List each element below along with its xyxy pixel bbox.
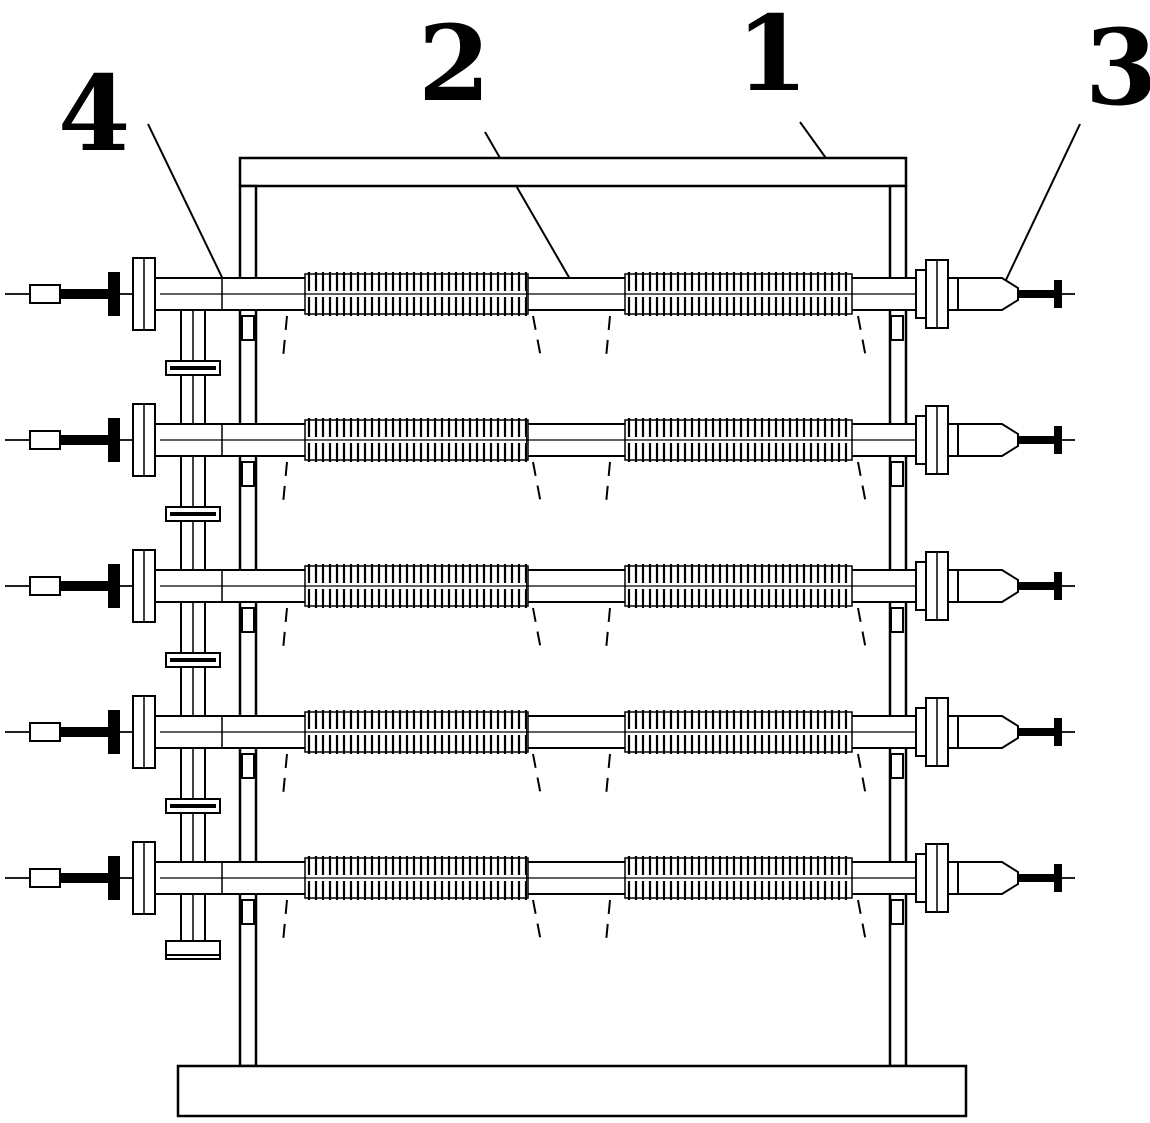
finned-section <box>624 564 853 608</box>
finned-section <box>304 710 529 754</box>
manifold-bottom-flange <box>165 940 221 956</box>
outlet-valve-handle <box>1054 718 1062 746</box>
support-drop <box>857 315 867 359</box>
support-drop <box>282 899 288 943</box>
left-bracket <box>241 461 255 487</box>
inlet-nozzle <box>29 868 61 888</box>
support-drop <box>857 899 867 943</box>
support-drop <box>282 461 288 505</box>
inlet-nozzle <box>29 722 61 742</box>
support-drop <box>857 607 867 651</box>
outlet-stem <box>1018 728 1054 736</box>
support-drop <box>605 461 611 505</box>
outlet-flange-plate <box>915 561 927 611</box>
finned-section <box>624 710 853 754</box>
support-drop <box>605 315 611 359</box>
tube-row <box>5 695 1075 797</box>
inlet-flange-nut <box>108 564 120 608</box>
right-bracket <box>890 899 904 925</box>
outlet-reducer <box>957 715 1019 749</box>
outlet-reducer <box>957 569 1019 603</box>
support-drop <box>605 753 611 797</box>
right-bracket <box>890 461 904 487</box>
finned-section <box>624 856 853 900</box>
outlet-flange-neck <box>947 715 959 749</box>
support-drop <box>605 607 611 651</box>
outlet-reducer <box>957 277 1019 311</box>
inlet-stem <box>60 581 110 591</box>
outlet-valve-handle <box>1054 864 1062 892</box>
support-drop <box>282 753 288 797</box>
left-bracket <box>241 899 255 925</box>
outlet-flange-neck <box>947 423 959 457</box>
leader-line-tube <box>484 131 575 287</box>
inlet-flange-nut <box>108 856 120 900</box>
outlet-stem <box>1018 290 1054 298</box>
support-drop <box>857 753 867 797</box>
inlet-flange-nut <box>108 272 120 316</box>
support-drop <box>282 607 288 651</box>
outlet-flange-plate <box>915 853 927 903</box>
outlet-flange-plate <box>915 415 927 465</box>
outlet-stem <box>1018 874 1054 882</box>
outlet-valve-handle <box>1054 280 1062 308</box>
tube-row <box>5 549 1075 651</box>
tube-row <box>5 257 1075 359</box>
support-drop <box>532 899 542 943</box>
outlet-flange-neck <box>947 861 959 895</box>
right-bracket <box>890 607 904 633</box>
inlet-nozzle <box>29 430 61 450</box>
finned-section <box>304 418 529 462</box>
callout-label-tube: 2 <box>418 2 490 125</box>
finned-section <box>304 564 529 608</box>
inlet-flange-nut <box>108 710 120 754</box>
finned-section <box>304 272 529 316</box>
frame-base <box>176 1064 968 1118</box>
outlet-flange-neck <box>947 569 959 603</box>
outlet-flange-plate <box>915 269 927 319</box>
inlet-stem <box>60 289 110 299</box>
support-drop <box>605 899 611 943</box>
support-drop <box>532 461 542 505</box>
finned-section <box>624 272 853 316</box>
inlet-nozzle <box>29 284 61 304</box>
right-bracket <box>890 315 904 341</box>
right-bracket <box>890 753 904 779</box>
outlet-flange-neck <box>947 277 959 311</box>
tube-rows <box>5 257 1075 943</box>
outlet-reducer <box>957 423 1019 457</box>
outlet-reducer <box>957 861 1019 895</box>
leader-line-outlet <box>1004 123 1081 283</box>
inlet-stem <box>60 873 110 883</box>
outlet-stem <box>1018 436 1054 444</box>
finned-section <box>624 418 853 462</box>
tube-row <box>5 841 1075 943</box>
finned-section <box>304 856 529 900</box>
inlet-flange-nut <box>108 418 120 462</box>
left-bracket <box>241 607 255 633</box>
left-bracket <box>241 315 255 341</box>
inlet-stem <box>60 435 110 445</box>
inlet-stem <box>60 727 110 737</box>
callout-label-manifold: 4 <box>58 52 130 175</box>
frame-top-beam <box>238 156 908 188</box>
callout-label-outlet: 3 <box>1085 6 1150 129</box>
outlet-flange-plate <box>915 707 927 757</box>
outlet-valve-handle <box>1054 572 1062 600</box>
leader-line-manifold <box>147 123 233 299</box>
support-drop <box>532 315 542 359</box>
support-drop <box>532 753 542 797</box>
left-bracket <box>241 753 255 779</box>
support-drop <box>282 315 288 359</box>
callout-label-frame: 1 <box>736 0 808 115</box>
manifold-pipe <box>165 305 221 960</box>
support-drop <box>857 461 867 505</box>
outlet-valve-handle <box>1054 426 1062 454</box>
inlet-nozzle <box>29 576 61 596</box>
support-drop <box>532 607 542 651</box>
outlet-stem <box>1018 582 1054 590</box>
tube-row <box>5 403 1075 505</box>
